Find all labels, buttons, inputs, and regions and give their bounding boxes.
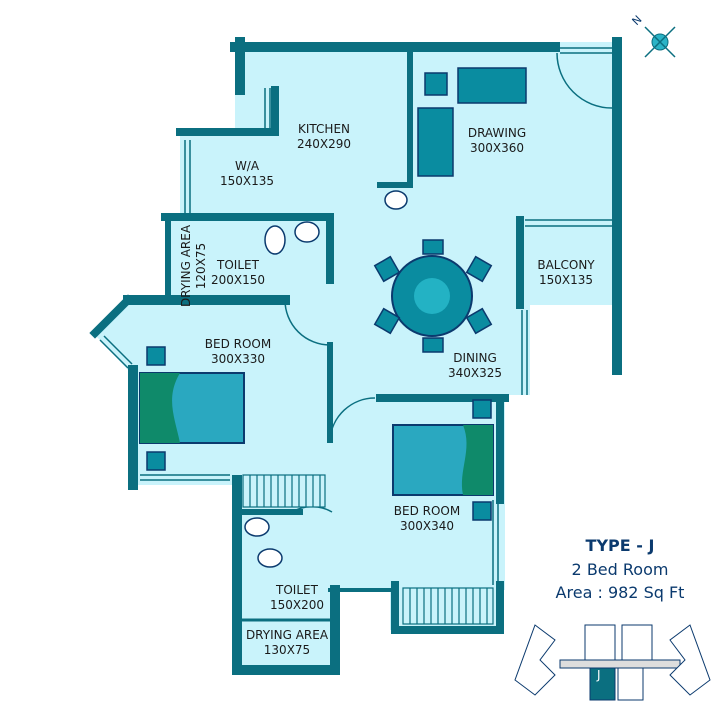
bedroom-count: 2 Bed Room bbox=[571, 560, 669, 579]
unit-type-title: TYPE - J bbox=[585, 536, 655, 555]
floor-fill bbox=[95, 42, 622, 670]
walls bbox=[89, 37, 622, 675]
shutter-grilles bbox=[242, 474, 494, 625]
key-plan bbox=[514, 624, 711, 701]
sanitary-fixtures bbox=[244, 190, 408, 568]
sofa-set bbox=[417, 67, 527, 177]
unit-area: Area : 982 Sq Ft bbox=[555, 583, 685, 602]
beds bbox=[139, 346, 494, 521]
dining-table bbox=[373, 239, 493, 353]
windows bbox=[99, 47, 612, 585]
compass-icon bbox=[644, 26, 676, 58]
key-plan-unit-label: J bbox=[597, 668, 601, 682]
